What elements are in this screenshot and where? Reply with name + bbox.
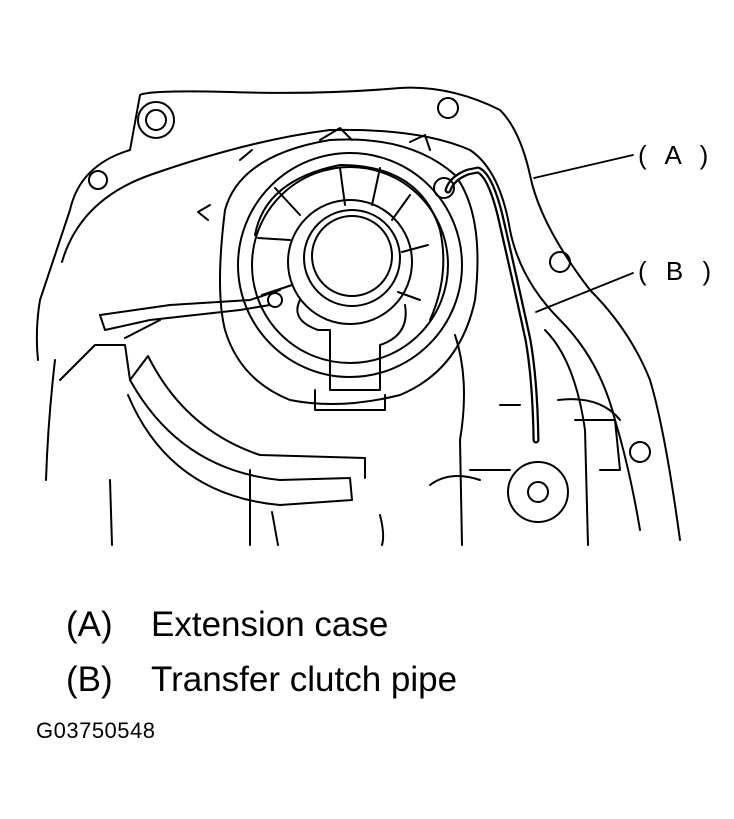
legend-label: Extension case	[151, 605, 389, 644]
guide-channel	[127, 379, 353, 506]
bolt-hole	[629, 441, 651, 463]
figure-code: G03750548	[36, 718, 156, 743]
bracket-arm	[99, 289, 281, 339]
case-outline	[39, 86, 681, 541]
extension-case-drawing	[35, 86, 681, 546]
bolt-hole	[88, 170, 108, 190]
case-inner-flange	[61, 128, 641, 531]
legend-label: Transfer clutch pipe	[151, 660, 458, 699]
gear-outer-ring	[237, 152, 463, 378]
case-left-edge	[35, 299, 41, 361]
leader-line-b	[535, 272, 634, 313]
leader-line-a	[533, 154, 634, 179]
callout-a: ( A )	[638, 140, 715, 170]
bolt-hole	[549, 251, 571, 273]
gear-housing	[219, 138, 479, 405]
legend-key: (B)	[66, 660, 113, 699]
legend-key: (A)	[66, 605, 113, 644]
transfer-clutch-pipe	[444, 166, 540, 444]
right-rib	[544, 329, 589, 546]
legend-item-b: (B) Transfer clutch pipe	[66, 660, 457, 700]
inner-gear-arc	[254, 164, 445, 321]
gear-hub	[287, 199, 413, 325]
pipe-mount-boss	[507, 461, 569, 523]
bolt-hole	[437, 97, 459, 119]
pipe-fitting	[433, 177, 455, 199]
callout-b: ( B )	[638, 256, 718, 286]
legend-item-a: (A) Extension case	[66, 605, 388, 645]
mount-hole	[527, 481, 549, 503]
bolt-hole	[145, 109, 167, 131]
